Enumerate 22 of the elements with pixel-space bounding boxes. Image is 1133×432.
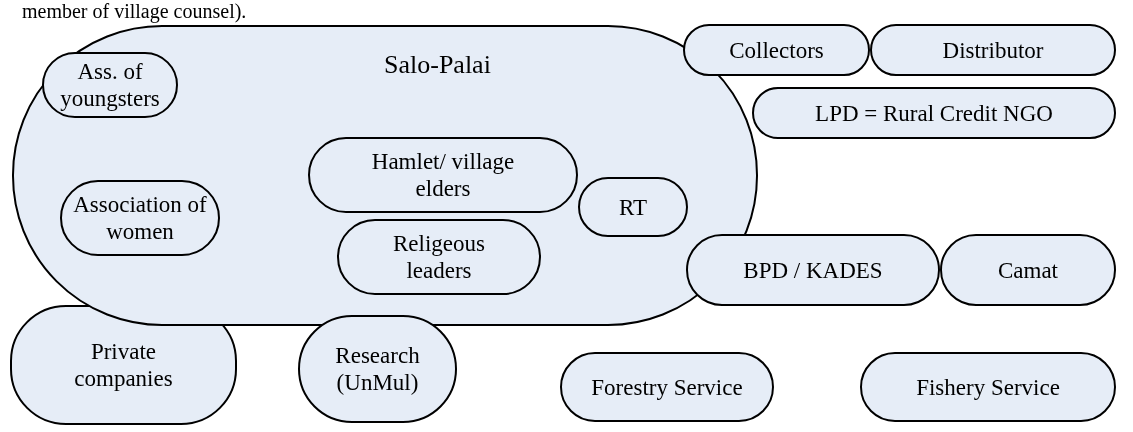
rounded-box (752, 87, 1116, 139)
group-title: Salo-Palai (384, 51, 491, 78)
node-label: Ass. of youngsters (59, 58, 161, 112)
text-fragment: member of village counsel). (22, 0, 247, 22)
node-label: Distributor (942, 36, 1044, 64)
node-label: Forestry Service (591, 373, 743, 401)
node-label: Collectors (729, 36, 824, 64)
node-label: Research (UnMul) (334, 342, 421, 396)
node-label: BPD / KADES (743, 256, 883, 284)
node-label: LPD = Rural Credit NGO (815, 99, 1053, 127)
node-label: Association of women (72, 191, 208, 245)
node-label: Religeous leaders (392, 230, 486, 284)
node-label: Fishery Service (916, 373, 1060, 401)
node-label: Private companies (73, 338, 174, 392)
node-label: Hamlet/ village elders (370, 148, 516, 202)
rounded-box (308, 137, 578, 213)
rounded-box (686, 234, 940, 306)
rounded-box (683, 24, 870, 76)
rounded-box (578, 177, 688, 237)
node-label: Camat (997, 256, 1058, 284)
rounded-box (870, 24, 1116, 76)
node-label: RT (619, 193, 647, 221)
